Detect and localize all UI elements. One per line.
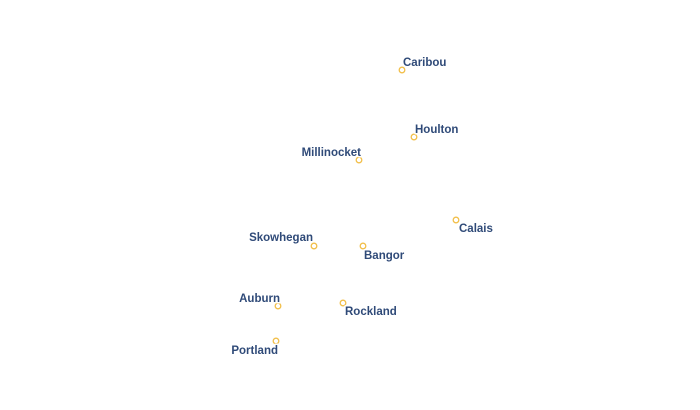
city-marker-calais[interactable] [452,216,460,224]
city-label-portland: Portland [231,345,278,357]
city-marker-caribou[interactable] [398,66,406,74]
city-label-houlton: Houlton [415,124,458,136]
city-millinocket[interactable]: Millinocket [300,146,363,164]
city-label-calais: Calais [459,223,493,235]
city-marker-millinocket[interactable] [355,156,363,164]
city-label-rockland: Rockland [345,306,397,318]
city-bangor[interactable]: Bangor [359,242,406,264]
city-auburn[interactable]: Auburn [238,292,282,310]
city-calais[interactable]: Calais [452,216,494,237]
city-rockland[interactable]: Rockland [339,299,398,320]
city-marker-portland[interactable] [272,337,280,345]
city-houlton[interactable]: Houlton [410,123,460,141]
city-label-caribou: Caribou [403,57,446,69]
city-marker-rockland[interactable] [339,299,347,307]
city-marker-bangor[interactable] [359,242,367,250]
city-marker-skowhegan[interactable] [310,242,318,250]
city-label-millinocket: Millinocket [302,147,362,159]
city-portland[interactable]: Portland [230,337,280,359]
city-skowhegan[interactable]: Skowhegan [248,231,318,250]
city-marker-auburn[interactable] [274,302,282,310]
city-marker-houlton[interactable] [410,133,418,141]
city-label-skowhegan: Skowhegan [249,232,313,244]
city-caribou[interactable]: Caribou [398,56,448,74]
city-label-auburn: Auburn [239,293,280,305]
city-label-bangor: Bangor [364,250,405,262]
